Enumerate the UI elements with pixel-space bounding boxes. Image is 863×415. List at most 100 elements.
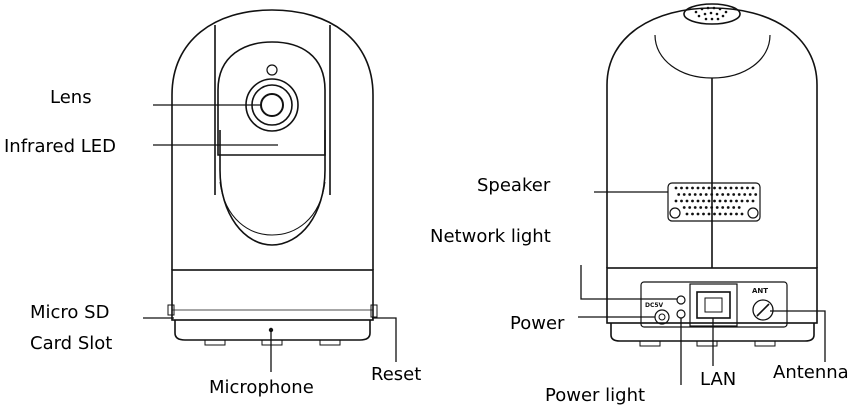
grille-dot [699, 193, 703, 196]
grille-dot [702, 212, 705, 216]
grille-dot [682, 193, 686, 196]
grille-dot [740, 212, 744, 216]
grille-dot [724, 186, 727, 190]
label-infrared-led: Infrared LED [4, 136, 116, 157]
grille-dot [746, 199, 749, 203]
antenna-connector [752, 299, 774, 321]
back-head-outline [606, 7, 818, 268]
grille-dot [737, 206, 741, 209]
grille-dot [754, 193, 758, 196]
grille-dot [737, 193, 741, 196]
grille-dot [707, 186, 711, 190]
grille-dot [696, 212, 700, 216]
micro-sd-slot [167, 304, 175, 316]
grille-dot [735, 186, 738, 190]
label-microphone: Microphone [209, 377, 314, 398]
grille-dot [704, 206, 708, 209]
front-base [171, 269, 374, 321]
grille-dot [680, 186, 683, 190]
grille-dot [704, 193, 708, 196]
grille-dot [674, 186, 678, 190]
label-lens: Lens [50, 87, 92, 108]
grille-dot [685, 199, 689, 203]
grille-dot [710, 206, 714, 209]
grille-dot [746, 186, 749, 190]
label-antenna: Antenna [773, 362, 849, 383]
lens-inner [260, 93, 284, 117]
grille-dot [680, 199, 683, 203]
grille-dot [729, 212, 733, 216]
label-power-light: Power light [545, 385, 646, 406]
grille-dot [713, 186, 716, 190]
grille-dot [718, 199, 722, 203]
grille-dot [732, 206, 736, 209]
grille-dot [721, 193, 725, 196]
grille-dot [729, 199, 733, 203]
grille-dot [707, 199, 711, 203]
grille-dot [685, 186, 689, 190]
grille-dot [721, 206, 725, 209]
front-head-outline [171, 9, 374, 270]
grille-dot [688, 206, 692, 209]
back-camera [606, 3, 818, 347]
grille-dot [685, 212, 689, 216]
dc-label: DC5V [645, 302, 664, 309]
grille-dot [726, 193, 730, 196]
grille-dot [748, 193, 752, 196]
rear-speaker-grille [667, 182, 761, 222]
grille-dot [743, 193, 747, 196]
front-inner-shell [219, 130, 326, 246]
power-light-dot [676, 309, 686, 319]
grille-dot [702, 186, 705, 190]
grille-dot [693, 206, 697, 209]
grille-dot [696, 199, 700, 203]
grille-dot [735, 212, 738, 216]
grille-dot [693, 193, 697, 196]
back-base [606, 267, 818, 324]
grille-dot [699, 206, 703, 209]
front-camera [167, 9, 378, 346]
connector-panel [640, 281, 788, 328]
grille-dot [724, 212, 727, 216]
back-leader-lines [578, 191, 826, 385]
front-face-plate [217, 41, 326, 156]
top-led [266, 64, 278, 76]
lan-port [696, 291, 731, 319]
grille-dot [691, 186, 694, 190]
grille-dot [696, 186, 700, 190]
label-power: Power [510, 313, 565, 334]
grille-dot [740, 199, 744, 203]
label-micro-sd-line1: Micro SD [30, 302, 110, 323]
grille-dot [718, 186, 722, 190]
top-grille [683, 3, 741, 25]
grille-dot [713, 199, 716, 203]
grille-dot [740, 186, 744, 190]
power-jack [654, 309, 670, 325]
grille-dot [715, 206, 719, 209]
grille-dot [702, 199, 705, 203]
reset-button [370, 304, 378, 318]
label-micro-sd-line2: Card Slot [30, 333, 113, 354]
grille-dot [718, 212, 722, 216]
label-lan: LAN [700, 369, 737, 390]
grille-dot [735, 199, 738, 203]
grille-dot [751, 186, 755, 190]
grille-dot [691, 212, 694, 216]
ant-label: ANT [752, 287, 768, 295]
grille-dot [715, 193, 719, 196]
label-speaker: Speaker [477, 175, 551, 196]
grille-dot [707, 212, 711, 216]
label-network-light: Network light [430, 226, 551, 247]
label-reset: Reset [371, 364, 422, 385]
grille-dot [710, 193, 714, 196]
grille-dot [751, 199, 755, 203]
grille-dot [732, 193, 736, 196]
grille-dot [688, 193, 692, 196]
front-leader-lines [143, 104, 397, 372]
grille-dot [726, 206, 730, 209]
grille-dot [691, 199, 694, 203]
grille-dot [724, 199, 727, 203]
grille-dot [674, 199, 678, 203]
